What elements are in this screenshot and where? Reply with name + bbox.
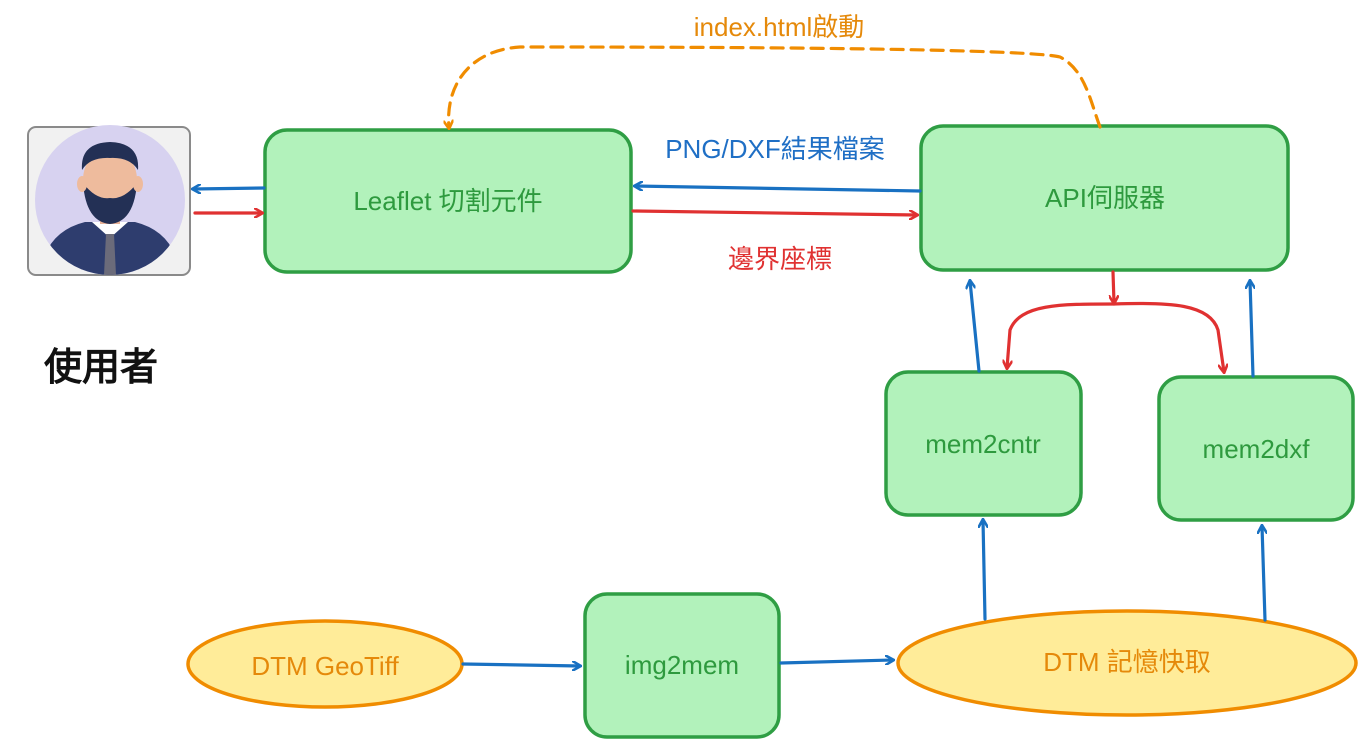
edge-api-to-mem2cntr-arrow xyxy=(1007,302,1116,368)
edge-startup-label: index.html啟動 xyxy=(693,12,865,42)
user-avatar-icon xyxy=(27,125,191,276)
edge-leaflet-to-user-arrow xyxy=(193,188,266,189)
api-server-node-label: API伺服器 xyxy=(1045,183,1165,213)
mem2dxf-node xyxy=(1157,375,1355,522)
edge-img2mem-to-cache-arrow xyxy=(779,660,893,663)
edge-api-to-mem2dxf-arrow xyxy=(1112,301,1224,372)
edge-bounds-label: 邊界座標 xyxy=(727,244,833,274)
leaflet-node-label: Leaflet 切割元件 xyxy=(353,186,543,216)
edge-mem2cntr-to-api-arrow xyxy=(970,281,981,373)
edge-bounds-arrow xyxy=(631,209,917,215)
edge-api-request-trunk xyxy=(1113,270,1114,303)
img2mem-node xyxy=(583,592,781,739)
edge-mem2dxf-to-api-arrow xyxy=(1250,281,1253,378)
dtm-cache-store xyxy=(896,609,1358,717)
dtm-cache-store-label: DTM 記憶快取 xyxy=(1043,647,1211,677)
api-server-node xyxy=(919,124,1290,272)
edge-cache-to-mem2cntr-arrow xyxy=(983,520,985,621)
mem2dxf-node-label: mem2dxf xyxy=(1202,434,1310,464)
dtm-geotiff-store-label: DTM GeoTiff xyxy=(251,651,399,681)
edge-geotiff-to-img2mem-arrow xyxy=(461,664,580,666)
mem2cntr-node xyxy=(884,370,1083,517)
mem2cntr-node-label: mem2cntr xyxy=(925,429,1041,459)
edge-results-label: PNG/DXF結果檔案 xyxy=(665,134,885,164)
edge-results-arrow xyxy=(635,186,922,193)
img2mem-node-label: img2mem xyxy=(624,650,740,680)
user-caption: 使用者 xyxy=(43,347,159,389)
edge-startup-arrow xyxy=(449,45,1102,128)
edge-cache-to-mem2dxf-arrow xyxy=(1262,526,1265,622)
